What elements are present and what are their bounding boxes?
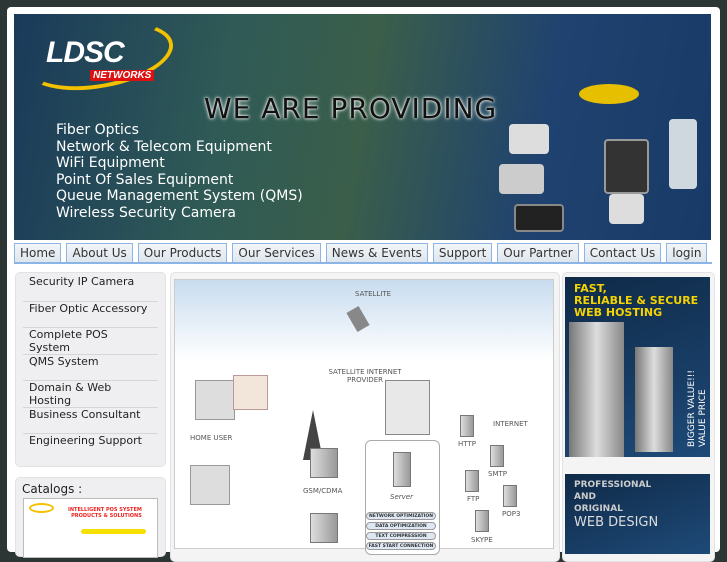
label-satellite: SATELLITE [355,290,392,298]
nav-contact-us[interactable]: Contact Us [583,243,662,263]
hosting-side-text: BIGGER VALUE!!!VALUE PRICE [687,370,708,447]
header-banner: LDSC NETWORKS WE ARE PROVIDING Fiber Opt… [14,14,711,240]
nav-news-events[interactable]: News & Events [325,243,428,263]
feature-pill: NETWORK OPTIMIZATION [366,512,436,520]
network-diagram: SATELLITE SATELLITE INTERNET PROVIDER HO… [174,279,554,555]
catalogs-panel: Catalogs : INTELLIGENT POS SYSTEM PRODUC… [15,477,166,558]
banner-item: Wireless Security Camera [56,204,236,221]
nav-our-partner[interactable]: Our Partner [497,243,579,263]
sidebar-item-qms-system[interactable]: QMS System [23,355,158,381]
sidebar-item-business-consultant[interactable]: Business Consultant [23,408,158,434]
banner-item: WiFi Equipment [56,155,165,171]
server-tower-image [569,322,624,457]
label-gsm: GSM/CDMA [303,487,343,495]
sidebar-item-complete-pos-system[interactable]: Complete POS System [23,328,158,355]
banner-product-images [494,64,704,234]
label-http: HTTP [458,440,476,448]
feature-pill: DATA OPTIMIZATION [366,522,436,530]
nav-our-services[interactable]: Our Services [232,243,321,263]
logo[interactable]: LDSC NETWORKS [19,14,179,101]
feature-pill: FAST START CONNECTION [366,542,436,550]
sidebar-item-engineering-support[interactable]: Engineering Support [29,434,142,447]
provider-building-icon [385,380,430,435]
office-computer-icon [190,465,230,505]
banner-item: Network & Telecom Equipment [56,138,272,155]
nav-home[interactable]: Home [14,243,62,263]
nav-support[interactable]: Support [432,243,493,263]
tower-icon [303,410,323,460]
main-nav: Home About Us Our Products Our Services … [14,243,712,264]
banner-item: Queue Management System (QMS) [56,188,303,204]
banner-list: Fiber Optics Network & Telecom Equipment… [56,122,303,221]
label-smtp: SMTP [488,470,507,478]
satellite-icon [346,305,370,333]
gsm-servers-icon [310,448,338,478]
server-icon [460,415,474,437]
label-pop3: POP3 [502,510,521,518]
banner-item: Fiber Optics [56,122,139,138]
home-computer-icon [195,380,235,420]
sidebar-item-security-ip-camera[interactable]: Security IP Camera [23,275,158,302]
nav-login[interactable]: login [666,243,708,263]
server-icon [393,452,411,487]
banner-tagline: WE ARE PROVIDING [204,92,498,125]
sidebar-menu: Security IP Camera Fiber Optic Accessory… [15,272,166,467]
label-provider: SATELLITE INTERNET PROVIDER [328,368,402,384]
server-icon [465,470,479,492]
logo-subtext: NETWORKS [90,70,155,81]
nav-about-us[interactable]: About Us [66,243,133,263]
catalogs-label: Catalogs : [22,482,83,496]
nav-our-products[interactable]: Our Products [137,243,228,263]
sidebar-item-domain-web-hosting[interactable]: Domain & Web Hosting [23,381,158,408]
catalog-subtitle: PRODUCTS & SOLUTIONS [71,513,142,519]
label-ftp: FTP [467,495,480,503]
label-internet: INTERNET [493,420,528,428]
server-tower-image [635,347,673,452]
design-big-text: WEB DESIGN [574,515,659,530]
house-icon [233,375,268,410]
servers-icon [310,513,338,543]
page-container: LDSC NETWORKS WE ARE PROVIDING Fiber Opt… [7,7,720,562]
server-icon [503,485,517,507]
catalog-image[interactable]: INTELLIGENT POS SYSTEM PRODUCTS & SOLUTI… [23,498,158,558]
logo-text: LDSC [46,36,125,69]
catalog-title: INTELLIGENT POS SYSTEM [68,507,142,513]
banner-item: Point Of Sales Equipment [56,171,234,188]
label-home-user: HOME USER [190,434,233,442]
label-skype: SKYPE [471,536,493,544]
sidebar-item-fiber-optic-accessory[interactable]: Fiber Optic Accessory [23,302,158,328]
label-server: Server [390,493,413,501]
server-icon [490,445,504,467]
feature-pill: TEXT COMPRESSION [366,532,436,540]
server-icon [475,510,489,532]
